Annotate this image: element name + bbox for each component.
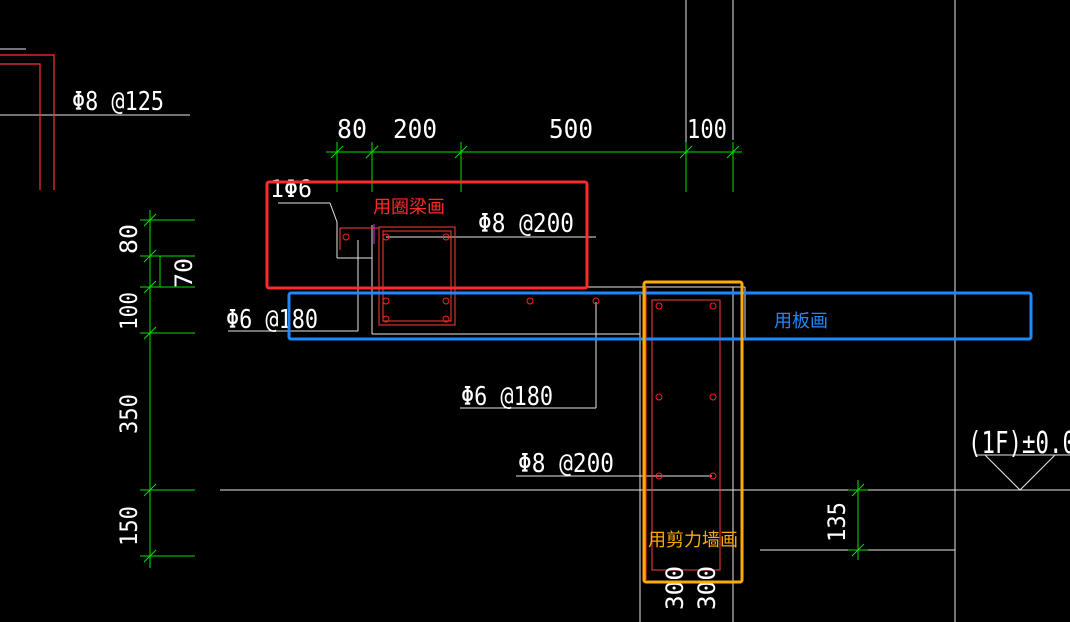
rebar-wall-label: Φ8 @200 xyxy=(518,449,614,479)
slab-box xyxy=(287,291,1033,341)
rebar-beam-stirrup-label: Φ8 @200 xyxy=(478,209,574,239)
left-dimension-texts: 80 70 100 350 150 xyxy=(115,224,198,546)
rebar-dot xyxy=(342,233,350,241)
dim-bottom-300-a: 300 xyxy=(661,566,689,610)
dim-left-150: 150 xyxy=(115,506,143,546)
rebar-label-texts: Φ8 @125 1Φ6 Φ8 @200 Φ6 @180 Φ6 @180 Φ8 @… xyxy=(72,87,1070,479)
wall-rebars xyxy=(655,302,717,480)
rebar-dot xyxy=(709,472,717,480)
dim-top-200: 200 xyxy=(393,115,437,145)
dim-left-80: 80 xyxy=(115,224,143,254)
rebar-dot xyxy=(709,393,717,401)
dim-left-70: 70 xyxy=(170,258,198,288)
ring-beam-note: 用圈梁画 xyxy=(373,197,445,218)
rebar-dot xyxy=(655,393,663,401)
beam-rebars xyxy=(342,233,600,323)
rebar-dot xyxy=(382,315,390,323)
rebar-beam-corner-label: 1Φ6 xyxy=(270,175,312,203)
dim-top-500: 500 xyxy=(549,115,593,145)
rebar-slab-left-label: Φ6 @180 xyxy=(226,305,318,335)
rebar-dot xyxy=(526,297,534,305)
rebar-dot xyxy=(592,297,600,305)
rebar-dot xyxy=(442,315,450,323)
shear-wall-note: 用剪力墙画 xyxy=(648,530,738,551)
bottom-dimension-texts: 300 300 xyxy=(661,566,721,610)
rebar-dot xyxy=(655,302,663,310)
rebar-slab-mid-label: Φ6 @180 xyxy=(461,382,553,412)
top-dimension-texts: 80 200 500 100 xyxy=(337,115,727,145)
dim-right-135: 135 xyxy=(823,502,851,542)
dim-left-350: 350 xyxy=(115,394,143,434)
rebar-dot xyxy=(655,472,663,480)
rebar-dot xyxy=(442,233,450,241)
rebar-top-left-label: Φ8 @125 xyxy=(72,87,164,117)
wall-section xyxy=(645,287,721,580)
dim-left-100: 100 xyxy=(115,292,143,330)
dim-top-100: 100 xyxy=(687,115,727,145)
dim-bottom-300-b: 300 xyxy=(693,566,721,610)
dim-top-80: 80 xyxy=(337,115,367,145)
rebar-dot xyxy=(382,297,390,305)
slab-note: 用板画 xyxy=(774,311,828,332)
rebar-dot xyxy=(442,297,450,305)
shear-wall-box xyxy=(642,280,744,584)
ring-beam-box xyxy=(265,180,589,290)
rebar-dot xyxy=(709,302,717,310)
elevation-label: (1F)±0.0 xyxy=(968,426,1070,461)
rebar-dot xyxy=(382,233,390,241)
beam-section xyxy=(339,226,456,326)
top-left-frame xyxy=(0,54,55,190)
dimension-lines xyxy=(140,142,868,568)
